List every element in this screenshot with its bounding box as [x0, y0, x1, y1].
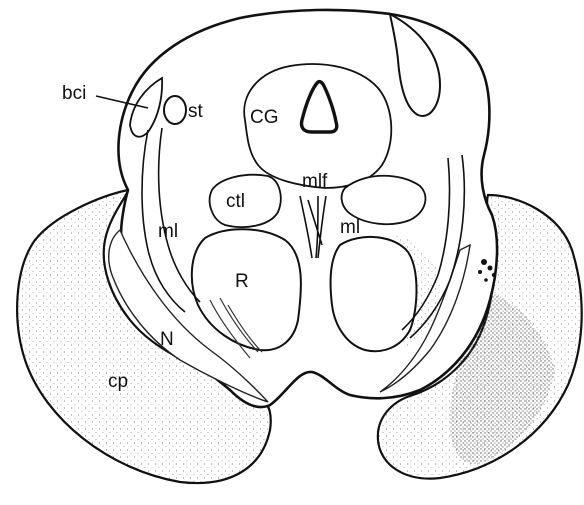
label-cg: CG — [250, 108, 279, 127]
central-tegmental-tract — [210, 175, 281, 227]
label-st: st — [188, 102, 203, 121]
label-ctl: ctl — [226, 192, 245, 211]
red-nucleus-right — [331, 237, 417, 351]
label-mlf: mlf — [302, 172, 327, 191]
label-n: N — [160, 330, 174, 349]
label-cp: cp — [108, 372, 128, 391]
label-r: R — [235, 272, 249, 291]
label-ml-right: ml — [340, 218, 360, 237]
label-bci: bci — [62, 84, 86, 103]
label-ml-left: ml — [158, 222, 178, 241]
subthalamic-nucleus — [164, 96, 186, 124]
